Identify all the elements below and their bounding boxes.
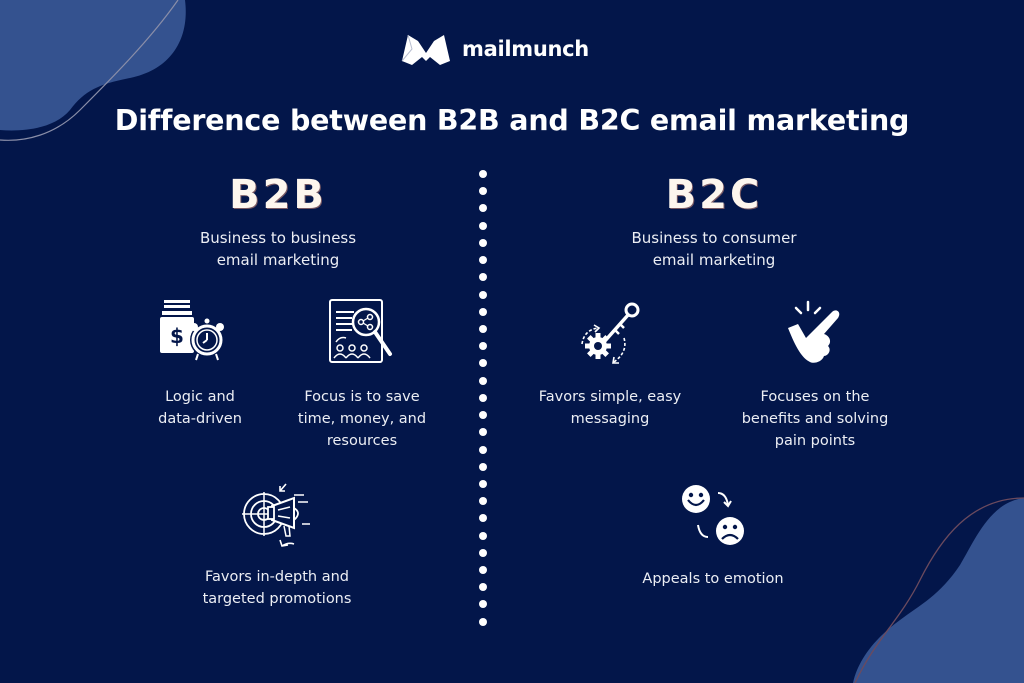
decorative-blob-bottom-right [853, 497, 1024, 683]
feature-text-line: targeted promotions [202, 591, 352, 607]
feature-text-line: Focuses on the [760, 389, 870, 405]
b2b-feature-logic: Logic and data-driven [120, 386, 280, 430]
feature-text-line: Favors in-depth and [204, 569, 350, 585]
feature-text-line: Logic and [165, 389, 235, 405]
b2b-heading: B2B [229, 172, 327, 218]
feature-text-line: messaging [570, 411, 650, 427]
key-gear-icon [581, 302, 640, 364]
decorative-blob-top-left [0, 0, 186, 141]
mailmunch-m-logo-icon [401, 34, 450, 65]
brand-name: mailmunch [462, 37, 589, 61]
report-analysis-magnifier-icon [329, 299, 392, 363]
feature-text-line: time, money, and [297, 411, 427, 427]
feature-text-line: resources [326, 433, 398, 449]
b2c-subtitle: Business to consumer email marketing [584, 227, 844, 271]
feature-text-line: pain points [774, 433, 856, 449]
target-megaphone-icon [242, 483, 310, 547]
b2b-feature-targeted-promotions: Favors in-depth and targeted promotions [172, 566, 382, 610]
happy-sad-faces-icon [682, 485, 744, 545]
b2c-feature-simple-messaging: Favors simple, easy messaging [520, 386, 700, 430]
money-jar-alarm-clock-icon: $ [160, 300, 224, 361]
svg-text:$: $ [170, 324, 184, 348]
pointing-hand-icon [788, 300, 840, 363]
b2c-feature-benefits-pain-points: Focuses on the benefits and solving pain… [720, 386, 910, 452]
brand-logo: mailmunch [400, 30, 589, 68]
feature-text-line: Focus is to save [304, 389, 420, 405]
feature-text-line: data-driven [158, 411, 242, 427]
feature-text-line: benefits and solving [741, 411, 889, 427]
b2b-subtitle-line1: Business to business [199, 229, 357, 247]
b2b-subtitle-line2: email marketing [216, 251, 340, 269]
b2b-feature-save-resources: Focus is to save time, money, and resour… [276, 386, 448, 452]
b2c-subtitle-line2: email marketing [652, 251, 776, 269]
dotted-divider [478, 170, 488, 626]
page-title: Difference between B2B and B2C email mar… [114, 104, 910, 137]
b2c-heading: B2C [665, 172, 763, 218]
feature-text-line: Appeals to emotion [642, 571, 784, 587]
feature-text-line: Favors simple, easy [538, 389, 682, 405]
b2b-subtitle: Business to business email marketing [148, 227, 408, 271]
b2c-feature-appeals-emotion: Appeals to emotion [610, 568, 816, 590]
b2c-subtitle-line1: Business to consumer [631, 229, 797, 247]
